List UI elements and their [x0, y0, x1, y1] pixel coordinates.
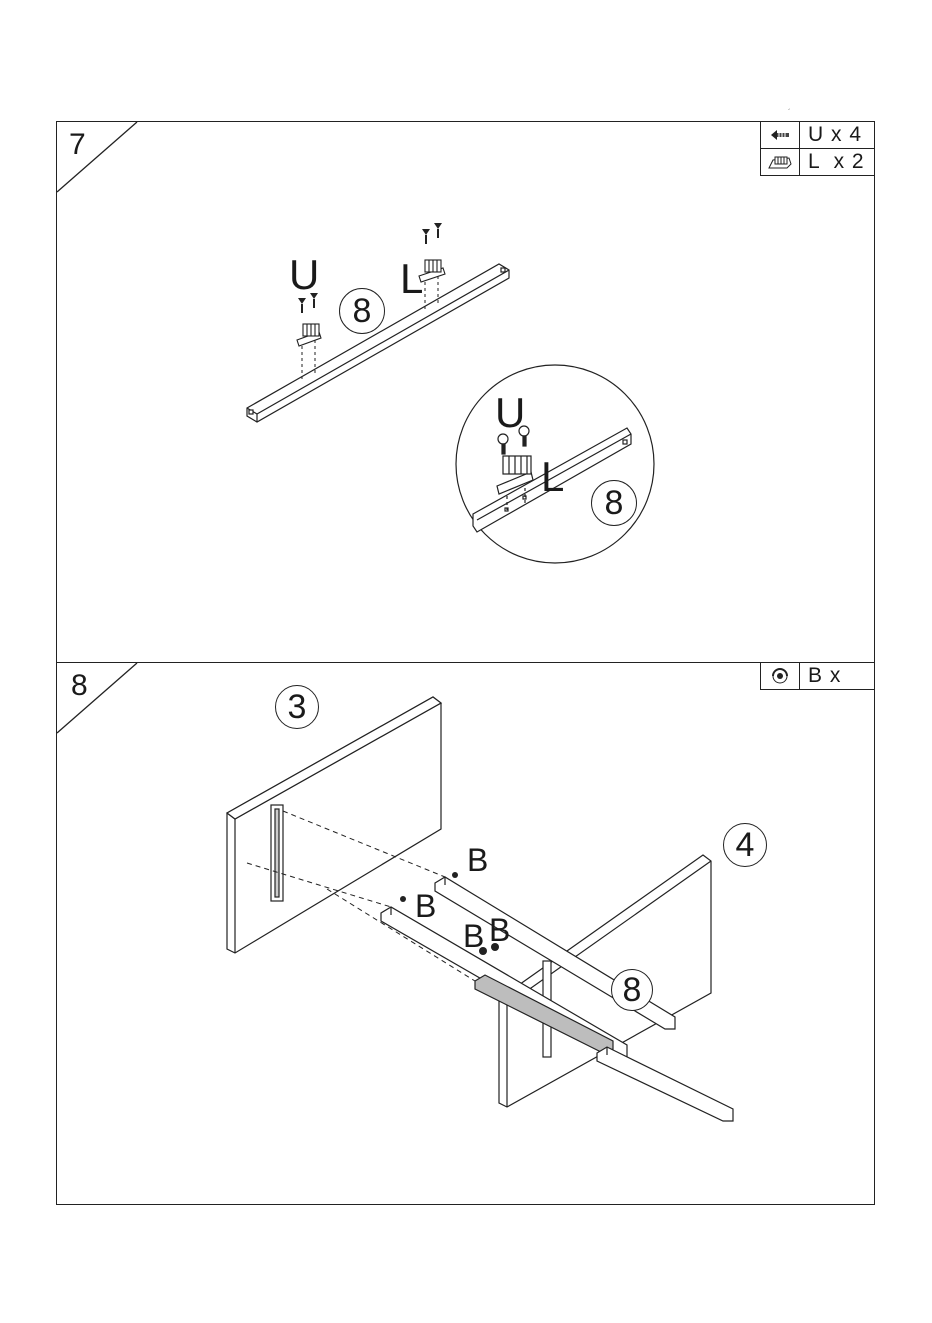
step-7-panel: 7 U x 4 L x 2 — [56, 121, 875, 663]
callout-b-3: B — [463, 915, 484, 957]
callout-l-detail: L — [541, 456, 564, 498]
callout-b-1: B — [467, 839, 488, 881]
callout-part-8-main: 8 — [339, 288, 385, 334]
callout-part-8: 8 — [611, 969, 653, 1011]
callout-b-2: B — [415, 885, 436, 927]
rail-part-8 — [247, 264, 509, 422]
step-7-illustration — [57, 122, 876, 664]
side-panel-3 — [227, 697, 441, 953]
callout-u-detail: U — [495, 392, 525, 434]
callout-part-4: 4 — [723, 823, 767, 867]
callout-u-main: U — [289, 254, 319, 296]
callout-l-main: L — [400, 258, 423, 300]
stray-mark: ´ — [788, 108, 791, 117]
callout-part-3: 3 — [275, 685, 319, 729]
callout-b-4: B — [489, 909, 510, 951]
step-8-panel: 8 B x — [56, 662, 875, 1205]
connector-block-left — [297, 324, 321, 346]
stretcher-bottom — [597, 1047, 733, 1121]
callout-part-8-detail: 8 — [591, 480, 637, 526]
